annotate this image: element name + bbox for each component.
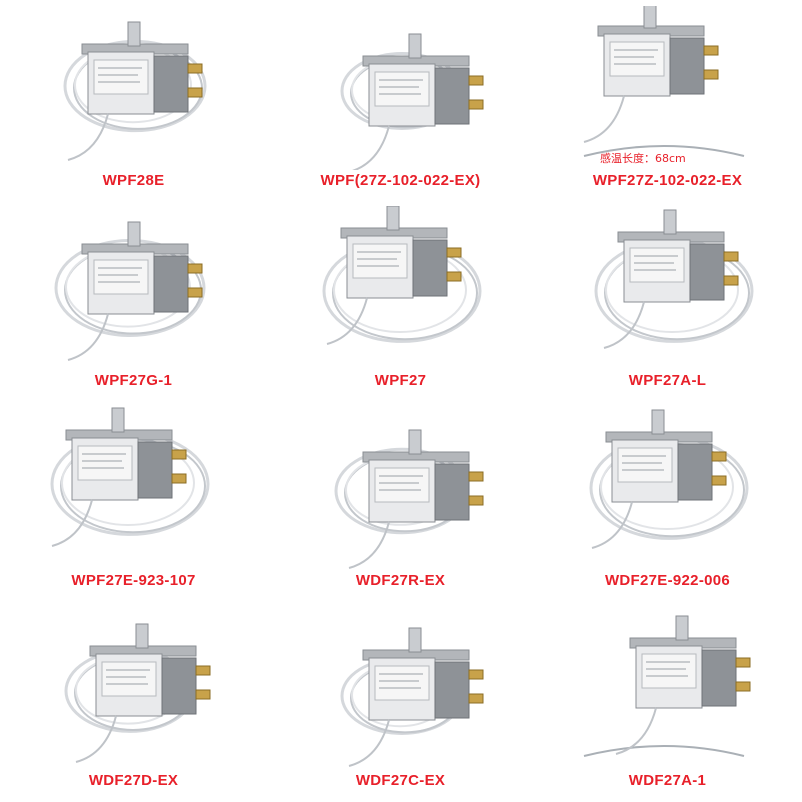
product-card: WPF27G-1 [0, 200, 267, 400]
thermostat-photo [10, 206, 257, 370]
thermostat-photo [277, 206, 524, 370]
product-model-label: WDF27A-1 [628, 772, 707, 789]
product-card: WDF27R-EX [267, 400, 534, 600]
product-model-label: WDF27E-922-006 [604, 572, 731, 589]
product-model-label: WDF27C-EX [355, 772, 446, 789]
product-model-label: WDF27D-EX [88, 772, 179, 789]
thermostat-photo [277, 606, 524, 770]
thermostat-photo [277, 6, 524, 170]
product-card: WDF27E-922-006 [534, 400, 801, 600]
product-model-label: WPF(27Z-102-022-EX) [320, 172, 481, 189]
product-card: WDF27D-EX [0, 600, 267, 800]
product-model-label: WPF27A-L [628, 372, 707, 389]
thermostat-photo [10, 6, 257, 170]
thermostat-photo: 感温长度：68cm [544, 6, 791, 170]
product-model-label: WPF27E-923-107 [71, 572, 196, 589]
thermostat-photo [10, 606, 257, 770]
thermostat-photo [544, 406, 791, 570]
product-card: WDF27A-1 [534, 600, 801, 800]
product-card: WPF27 [267, 200, 534, 400]
product-card: WPF(27Z-102-022-EX) [267, 0, 534, 200]
product-model-label: WPF27 [374, 372, 427, 389]
product-model-label: WPF28E [102, 172, 165, 189]
thermostat-photo [544, 606, 791, 770]
product-card: WPF27A-L [534, 200, 801, 400]
product-card: WPF28E [0, 0, 267, 200]
svg-text:感温长度：68cm: 感温长度：68cm [600, 151, 686, 165]
product-model-label: WDF27R-EX [355, 572, 446, 589]
thermostat-photo [10, 406, 257, 570]
thermostat-photo [544, 206, 791, 370]
product-model-label: WPF27G-1 [94, 372, 173, 389]
product-card: WPF27E-923-107 [0, 400, 267, 600]
product-model-label: WPF27Z-102-022-EX [592, 172, 743, 189]
product-card: WDF27C-EX [267, 600, 534, 800]
thermostat-photo [277, 406, 524, 570]
